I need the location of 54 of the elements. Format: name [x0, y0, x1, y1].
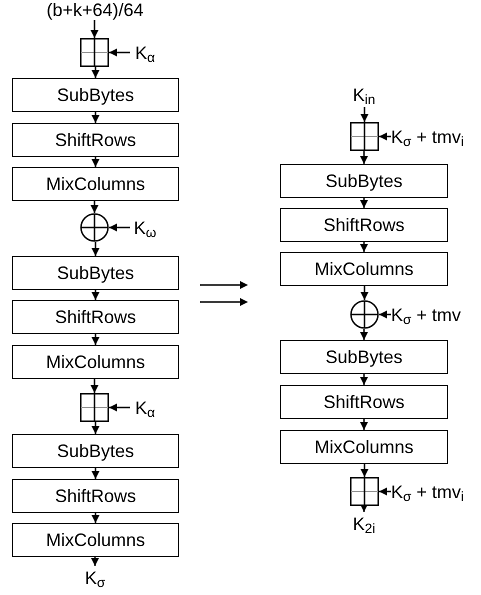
arrow — [360, 329, 368, 340]
key-label: K$_{σ}$ + tmv$_{i}$ — [391, 483, 464, 501]
process-box: SubBytes — [12, 434, 179, 468]
arrow — [92, 422, 100, 434]
process-box: MixColumns — [280, 252, 448, 286]
process-box: MixColumns — [12, 345, 179, 379]
key-label: K$_{σ}$ + tmv — [391, 306, 461, 324]
key-label: K$_{α}$ — [135, 399, 155, 417]
arrow — [92, 157, 100, 167]
arrow — [92, 242, 100, 256]
arrow — [360, 464, 368, 477]
key-label: (b+k+64)/64 — [46, 1, 144, 19]
process-box: SubBytes — [12, 256, 179, 290]
arrow — [92, 290, 100, 300]
arrow — [360, 198, 368, 208]
arrow — [109, 224, 130, 232]
process-box: ShiftRows — [280, 208, 448, 242]
process-box: ShiftRows — [12, 300, 179, 334]
arrow — [379, 310, 391, 318]
arrow — [92, 112, 100, 123]
key-label: K$_{α}$ — [135, 44, 155, 62]
arrow — [360, 419, 368, 430]
arrow — [92, 468, 100, 479]
key-label: K$_{ω}$ — [134, 219, 156, 237]
process-box: SubBytes — [12, 78, 179, 112]
process-box: MixColumns — [12, 523, 179, 557]
arrow — [360, 504, 368, 512]
process-box: ShiftRows — [12, 479, 179, 513]
arrow — [360, 107, 368, 122]
arrow — [90, 20, 98, 38]
arrow — [92, 67, 100, 78]
key-label: K$_{σ}$ + tmv$_{i}$ — [391, 128, 464, 146]
process-box: ShiftRows — [280, 385, 448, 419]
arrow — [360, 151, 368, 164]
arrow — [379, 488, 391, 496]
arrow — [360, 286, 368, 300]
arrow — [92, 513, 100, 523]
process-box: MixColumns — [12, 167, 179, 201]
arrow — [90, 379, 98, 393]
process-box: ShiftRows — [12, 123, 179, 157]
arrow — [90, 201, 98, 213]
process-box: SubBytes — [280, 340, 448, 374]
arrow — [360, 242, 368, 252]
arrow — [360, 374, 368, 385]
arrow — [91, 557, 99, 566]
process-box: SubBytes — [280, 164, 448, 198]
arrow — [109, 48, 130, 56]
key-label: K$_{2i}$ — [352, 515, 376, 533]
arrow — [92, 334, 100, 345]
key-label: K$_{σ}$ — [84, 569, 106, 587]
key-label: K$_{in}$ — [352, 86, 376, 104]
arrow — [379, 132, 391, 140]
process-box: MixColumns — [280, 430, 448, 464]
arrow — [109, 404, 130, 412]
